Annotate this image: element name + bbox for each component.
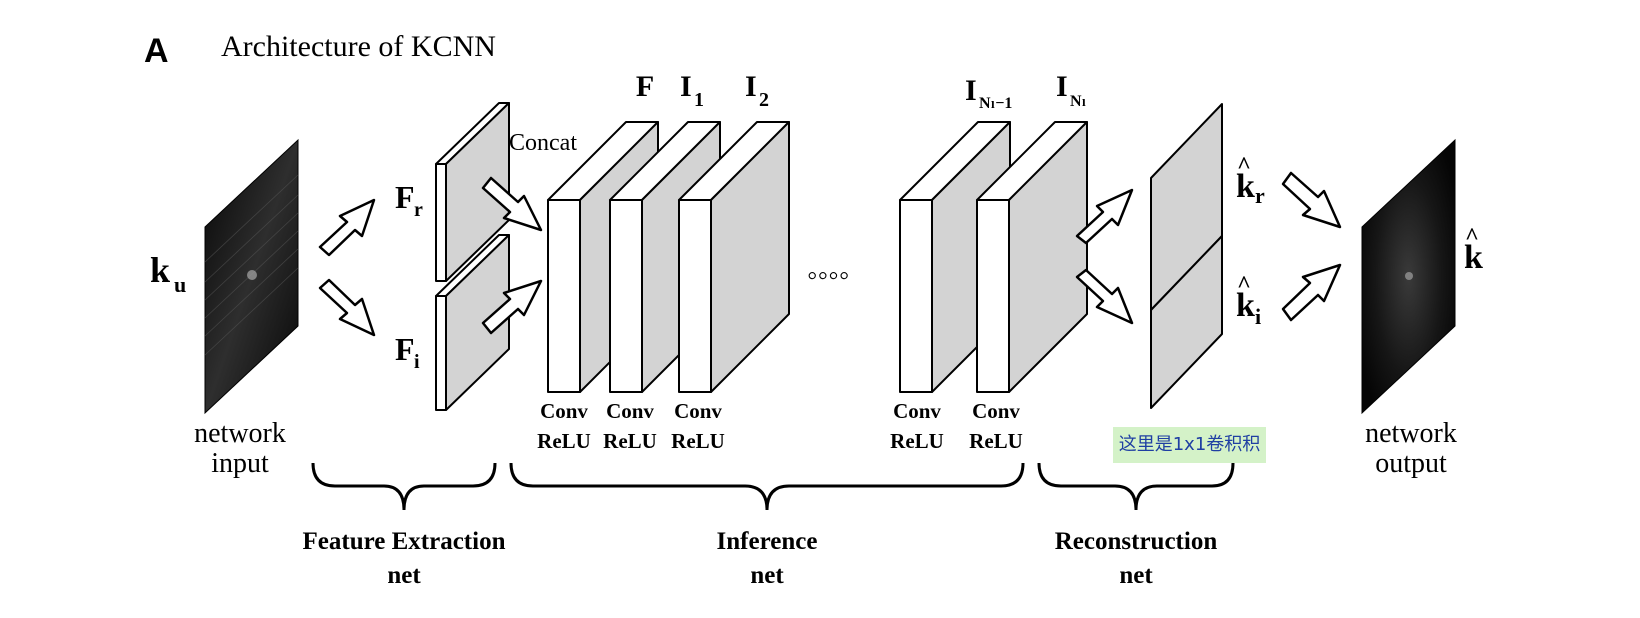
header-i1: I bbox=[680, 70, 692, 103]
arrow-to-kr-map bbox=[1075, 188, 1134, 245]
stage-label-inference: Inference bbox=[717, 528, 818, 555]
caption-conv-3: Conv bbox=[674, 399, 722, 423]
caption-relu-4: ReLU bbox=[890, 429, 944, 453]
brace-reconstruction bbox=[1037, 462, 1235, 511]
arrow-ki-to-output bbox=[1281, 263, 1342, 322]
stage-label-reconstruction-net: net bbox=[1119, 562, 1153, 589]
output-caption-line1: network bbox=[1365, 418, 1457, 449]
arrow-fr-to-inference bbox=[481, 176, 543, 232]
recon-map-ki bbox=[1150, 235, 1223, 409]
recon-label-kr-sub: r bbox=[1255, 183, 1265, 208]
output-label-hat: ^ bbox=[1465, 224, 1479, 250]
feature-map-fi bbox=[435, 234, 510, 411]
feature-map-fr bbox=[435, 102, 510, 282]
caption-conv-4: Conv bbox=[893, 399, 941, 423]
inference-block-i2 bbox=[678, 121, 790, 393]
header-inl-minus-1: I bbox=[965, 74, 977, 107]
recon-label-ki-sub: i bbox=[1255, 304, 1261, 329]
arrow-kr-to-output bbox=[1281, 171, 1342, 229]
input-label-k: k bbox=[150, 250, 170, 290]
recon-label-ki-hat: ^ bbox=[1237, 272, 1251, 298]
feature-label-fi: F bbox=[395, 331, 415, 367]
panel-letter: A bbox=[144, 32, 169, 70]
feature-label-fr: F bbox=[395, 179, 415, 215]
recon-label-ki: k bbox=[1236, 287, 1255, 324]
caption-relu-3: ReLU bbox=[671, 429, 725, 453]
recon-label-kr-hat: ^ bbox=[1237, 153, 1251, 179]
stage-label-inference-net: net bbox=[750, 562, 784, 589]
stage-label-feature-extraction-net: net bbox=[387, 562, 421, 589]
caption-conv-5: Conv bbox=[972, 399, 1020, 423]
caption-relu-1: ReLU bbox=[537, 429, 591, 453]
inference-block-inl bbox=[976, 121, 1088, 393]
brace-inference bbox=[509, 462, 1025, 511]
header-i2: I bbox=[745, 70, 757, 103]
caption-conv-2: Conv bbox=[606, 399, 654, 423]
header-i1-sub: 1 bbox=[694, 89, 704, 111]
caption-relu-5: ReLU bbox=[969, 429, 1023, 453]
annotation-note: 这里是1x1卷积积 bbox=[1113, 427, 1266, 463]
input-label-sub: u bbox=[174, 272, 186, 297]
arrow-to-fi bbox=[318, 278, 376, 337]
arrow-to-fr bbox=[318, 198, 376, 257]
feature-label-fi-sub: i bbox=[414, 351, 420, 373]
arrow-to-ki-map bbox=[1075, 268, 1134, 325]
caption-conv-1: Conv bbox=[540, 399, 588, 423]
output-caption-line2: output bbox=[1375, 448, 1447, 479]
caption-relu-2: ReLU bbox=[603, 429, 657, 453]
header-f: F bbox=[636, 70, 654, 103]
brace-feature-extraction bbox=[311, 462, 497, 511]
output-label-k: k bbox=[1464, 239, 1483, 276]
recon-label-kr: k bbox=[1236, 168, 1255, 205]
header-i2-sub: 2 bbox=[759, 89, 769, 111]
network-output-image bbox=[1361, 138, 1456, 415]
figure-title: Architecture of KCNN bbox=[221, 30, 496, 63]
stage-label-reconstruction: Reconstruction bbox=[1055, 528, 1218, 555]
header-inl: I bbox=[1056, 70, 1068, 103]
header-inl-sub: Nₗ bbox=[1070, 93, 1087, 110]
header-inl-minus-1-sub: Nₗ−1 bbox=[979, 95, 1012, 112]
ellipsis: ◦◦◦◦ bbox=[807, 259, 850, 292]
network-input-image bbox=[204, 138, 299, 415]
stage-label-feature-extraction: Feature Extraction bbox=[303, 528, 506, 555]
feature-label-fr-sub: r bbox=[414, 199, 423, 221]
input-caption-line1: network bbox=[194, 418, 286, 449]
input-caption-line2: input bbox=[211, 448, 269, 479]
concat-label: Concat bbox=[509, 130, 577, 156]
arrow-fi-to-inference bbox=[481, 279, 543, 335]
